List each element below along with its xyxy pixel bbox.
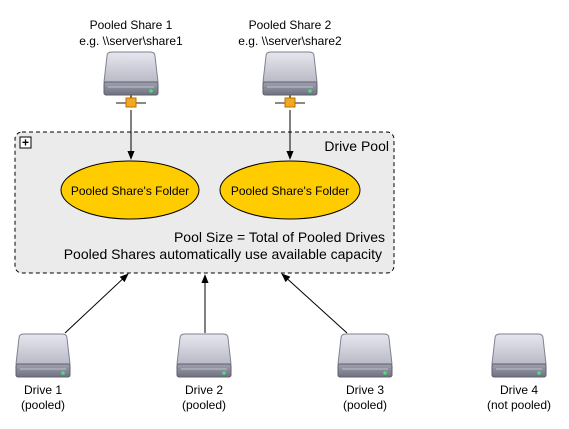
drive-status: (pooled) — [21, 398, 65, 412]
drive-4[interactable]: Drive 4 (not pooled) — [487, 333, 551, 412]
folder-label: Pooled Share's Folder — [231, 184, 349, 198]
hard-drive-icon — [491, 333, 547, 378]
drive-pool[interactable]: + Drive Pool Pooled Share's Folder Poole… — [14, 131, 395, 274]
folder-label: Pooled Share's Folder — [71, 184, 189, 198]
pooled-share-1[interactable]: Pooled Share 1 e.g. \\server\share1 — [79, 18, 183, 108]
hard-drive-icon — [337, 333, 393, 378]
drive-3-to-pool-arrow — [281, 273, 348, 334]
pool-capacity-text: Pooled Shares automatically use availabl… — [64, 246, 382, 262]
share-path: e.g. \\server\share2 — [238, 34, 342, 48]
drive-1-to-pool-arrow — [64, 273, 129, 334]
pooled-share-2[interactable]: Pooled Share 2 e.g. \\server\share2 — [238, 18, 342, 108]
network-drive-icon — [103, 51, 159, 108]
share-path: e.g. \\server\share1 — [79, 34, 183, 48]
drive-name: Drive 4 — [500, 383, 538, 397]
drive-name: Drive 1 — [24, 383, 62, 397]
expand-icon[interactable]: + — [19, 136, 32, 150]
drive-pool-title: Drive Pool — [324, 138, 389, 154]
pool-size-text: Pool Size = Total of Pooled Drives — [174, 229, 385, 245]
pooled-share-folder-2[interactable]: Pooled Share's Folder — [219, 160, 361, 220]
drive-status: (pooled) — [343, 398, 387, 412]
drive-status: (pooled) — [182, 398, 226, 412]
drive-3[interactable]: Drive 3 (pooled) — [337, 333, 393, 412]
share-title: Pooled Share 1 — [90, 18, 173, 32]
connectors — [64, 110, 348, 334]
hard-drive-icon — [15, 333, 71, 378]
expand-symbol: + — [22, 136, 29, 150]
hard-drive-icon — [176, 333, 232, 378]
drive-name: Drive 2 — [185, 383, 223, 397]
network-drive-icon — [262, 51, 318, 108]
share-title: Pooled Share 2 — [249, 18, 332, 32]
drive-status: (not pooled) — [487, 398, 551, 412]
drive-1[interactable]: Drive 1 (pooled) — [15, 333, 71, 412]
pooled-share-folder-1[interactable]: Pooled Share's Folder — [60, 160, 200, 220]
drive-name: Drive 3 — [346, 383, 384, 397]
drive-2[interactable]: Drive 2 (pooled) — [176, 333, 232, 412]
